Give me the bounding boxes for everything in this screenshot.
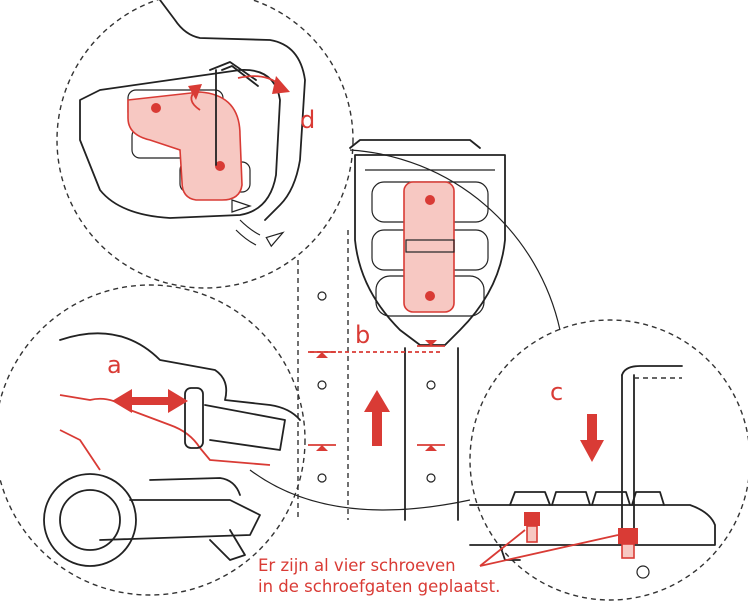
detail-d: d — [56, 0, 354, 289]
mounting-plate-detail — [127, 91, 243, 201]
note-line-1: Er zijn al vier schroeven — [258, 556, 456, 575]
up-arrow-icon — [364, 390, 390, 446]
screw-icon — [524, 512, 540, 526]
label-b: b — [355, 321, 370, 349]
label-c: c — [550, 378, 563, 406]
down-arrow-icon — [580, 414, 604, 462]
label-a: a — [107, 351, 122, 379]
screw-icon — [425, 195, 435, 205]
note-line-2: in de schroefgaten geplaatst. — [258, 577, 500, 596]
detail-c: c — [469, 319, 748, 601]
label-d: d — [300, 106, 315, 134]
center-view-b: b — [249, 139, 561, 521]
screw-icon — [425, 291, 435, 301]
double-arrow-icon — [112, 389, 188, 413]
detail-a: a — [0, 284, 306, 596]
screw-icon — [618, 528, 638, 544]
